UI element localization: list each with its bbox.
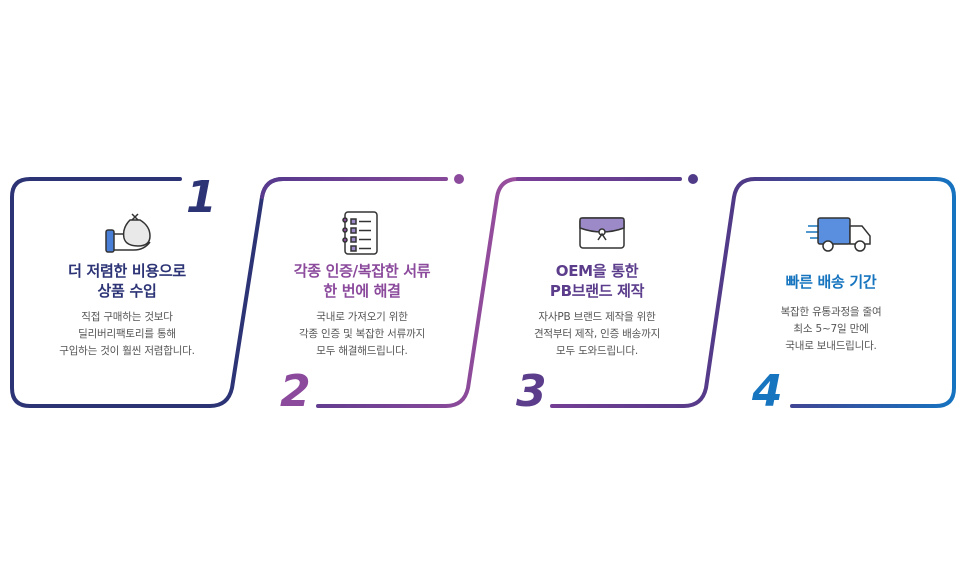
card-4: 빠른 배송 기간 복잡한 유통과정을 줄여 최소 5~7일 만에 국내로 보내드… — [731, 272, 931, 355]
card-3-description: 자사PB 브랜드 제작을 위한 견적부터 제작, 인증 배송까지 모두 도와드립… — [533, 311, 661, 357]
card-2-left-edge — [260, 177, 285, 199]
card-2-description: 국내로 가져오기 위한 각종 인증 및 복잡한 서류까지 모두 해결해드립니다. — [298, 311, 426, 357]
money-bag-hand-icon — [105, 213, 151, 253]
card-1-number: 1 — [186, 172, 217, 223]
document-checklist-icon — [342, 211, 378, 255]
card-4-description: 복잡한 유통과정을 줄여 최소 5~7일 만에 국내로 보내드립니다. — [780, 306, 882, 352]
card-4-title: 빠른 배송 기간 — [785, 273, 877, 291]
card-2-border — [281, 177, 520, 408]
package-envelope-icon — [579, 217, 625, 249]
card-3-border — [516, 177, 757, 408]
card-3-number: 3 — [516, 366, 547, 417]
card-2: 각종 인증/복잡한 서류 한 번에 해결 국내로 가져오기 위한 각종 인증 및… — [262, 261, 462, 360]
card-1: 더 저렴한 비용으로 상품 수입 직접 구매하는 것보다 딜리버리팩토리를 통해… — [27, 261, 227, 360]
dot-decoration-2 — [688, 174, 698, 184]
card-2-number: 2 — [280, 366, 311, 417]
dot-decoration-1 — [454, 174, 464, 184]
card-4-border — [753, 177, 956, 408]
card-1-title: 더 저렴한 비용으로 상품 수입 — [68, 262, 186, 300]
card-4-number: 4 — [751, 366, 783, 417]
card-3-title: OEM을 통한 PB브랜드 제작 — [549, 262, 645, 300]
card-2-title: 각종 인증/복잡한 서류 한 번에 해결 — [293, 262, 431, 300]
card-1-description: 직접 구매하는 것보다 딜리버리팩토리를 통해 구입하는 것이 훨씬 저렴합니다… — [59, 311, 195, 357]
delivery-truck-icon — [806, 217, 871, 252]
card-3: OEM을 통한 PB브랜드 제작 자사PB 브랜드 제작을 위한 견적부터 제작… — [497, 261, 697, 360]
